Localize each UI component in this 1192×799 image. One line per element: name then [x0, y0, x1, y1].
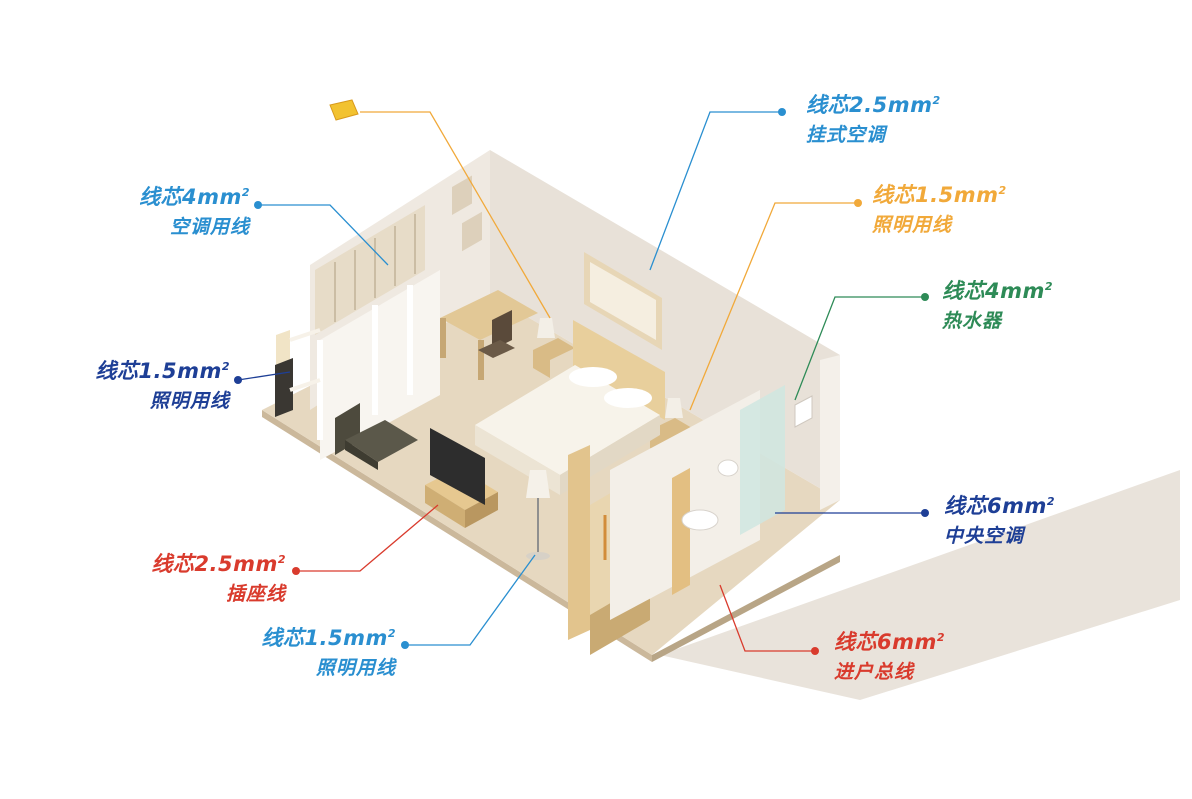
- label-usage: 中央空调: [944, 525, 1025, 547]
- label-usage: 照明用线: [315, 657, 396, 679]
- label-superscript: 2: [932, 94, 941, 107]
- label-usage: 热水器: [942, 310, 1003, 332]
- label-spec: 线芯6mm: [944, 494, 1047, 518]
- lamp-shade: [665, 398, 683, 418]
- wall-painting-canvas: [590, 262, 656, 340]
- armchair-seat: [345, 420, 418, 462]
- leader-line-water-heater: [794, 296, 925, 401]
- leader-dots: [234, 108, 929, 655]
- label-light-wire-bottom: 线芯1.5mm2 照明用线: [261, 619, 396, 683]
- label-usage: 进户总线: [834, 661, 915, 683]
- leader-line-main-line: [719, 584, 815, 652]
- pillow: [604, 388, 652, 408]
- wall-picture: [452, 175, 472, 216]
- yellow-tag-icon: [329, 99, 359, 121]
- label-spec: 线芯1.5mm: [95, 359, 222, 383]
- washbasin: [681, 509, 719, 531]
- desk-leg: [440, 318, 446, 358]
- leader-dot: [854, 199, 862, 207]
- leader-line-light-wire-left: [237, 371, 291, 381]
- leader-dot: [921, 509, 929, 517]
- label-light-wire-left: 线芯1.5mm2 照明用线: [95, 352, 230, 416]
- tv-console-side: [465, 492, 498, 528]
- leader-dot: [254, 201, 262, 209]
- right-wall: [820, 355, 840, 510]
- label-usage: 挂式空调: [806, 124, 887, 146]
- label-usage: 照明用线: [149, 390, 230, 412]
- desk-chair: [492, 310, 512, 350]
- label-ac-wire-4: 线芯4mm2 空调用线: [139, 178, 250, 242]
- floor-lamp-shade: [526, 470, 550, 498]
- floor-lamp-base: [526, 552, 550, 560]
- wall-picture: [462, 211, 482, 252]
- floor-slab-front: [262, 410, 652, 662]
- leader-lines: [237, 111, 925, 652]
- leader-line-light-wire-bottom: [405, 554, 536, 646]
- label-central-ac: 线芯6mm2 中央空调: [944, 487, 1055, 551]
- leader-dot: [811, 647, 819, 655]
- label-superscript: 2: [277, 553, 286, 566]
- curtain-folds: [334, 214, 416, 322]
- bathroom-door: [672, 468, 690, 595]
- window-frame: [317, 285, 413, 440]
- partition-wall: [568, 445, 590, 640]
- lamp-shade: [537, 318, 555, 338]
- leader-dot: [401, 641, 409, 649]
- desk-chair-seat: [478, 340, 515, 358]
- toilet: [717, 459, 739, 477]
- curtain: [315, 205, 425, 335]
- television: [430, 428, 485, 505]
- label-spec: 线芯1.5mm: [261, 626, 388, 650]
- leader-line-ac-wire-4: [258, 204, 389, 266]
- label-spec: 线芯1.5mm: [872, 183, 999, 207]
- label-spec: 线芯6mm: [834, 630, 937, 654]
- nightstand: [533, 338, 575, 378]
- leader-line-socket-wire: [296, 504, 439, 572]
- label-light-wire-right: 线芯1.5mm2 照明用线: [872, 176, 1007, 240]
- floor-shadow: [660, 470, 1180, 700]
- label-usage: 插座线: [225, 583, 286, 605]
- label-usage: 空调用线: [169, 216, 250, 238]
- pillow: [569, 367, 617, 387]
- shower-glass: [740, 385, 785, 535]
- label-spec: 线芯4mm: [138, 185, 242, 209]
- label-usage: 照明用线: [872, 214, 953, 236]
- label-wall-ac: 线芯2.5mm2 挂式空调: [806, 86, 941, 150]
- leader-dot: [778, 108, 786, 116]
- leader-line-lamp: [360, 111, 551, 319]
- label-spec: 线芯2.5mm: [806, 93, 933, 117]
- label-superscript: 2: [936, 631, 946, 644]
- label-superscript: 2: [1046, 495, 1056, 508]
- desk-leg: [478, 340, 484, 380]
- label-spec: 线芯4mm: [942, 279, 1045, 303]
- label-superscript: 2: [1044, 280, 1054, 293]
- label-main-line: 线芯6mm2 进户总线: [834, 623, 945, 687]
- leader-line-light-wire-right: [689, 202, 858, 411]
- label-superscript: 2: [221, 360, 230, 373]
- label-superscript: 2: [241, 186, 250, 199]
- label-water-heater: 线芯4mm2 热水器: [942, 272, 1053, 336]
- leader-dot: [921, 293, 929, 301]
- desk-top: [440, 290, 538, 340]
- balcony-railing: [289, 328, 321, 392]
- tv-console-front: [425, 485, 465, 528]
- balcony-plant-pot: [275, 358, 293, 417]
- label-superscript: 2: [998, 184, 1007, 197]
- armchair-base: [345, 440, 378, 470]
- label-superscript: 2: [387, 627, 396, 640]
- floor-slab-right: [652, 555, 840, 662]
- water-heater-unit: [794, 395, 813, 428]
- label-socket-wire: 线芯2.5mm2 插座线: [151, 545, 286, 609]
- leader-dot: [234, 376, 242, 384]
- leader-line-wall-ac: [649, 111, 782, 271]
- label-spec: 线芯2.5mm: [151, 552, 278, 576]
- leader-dot: [292, 567, 300, 575]
